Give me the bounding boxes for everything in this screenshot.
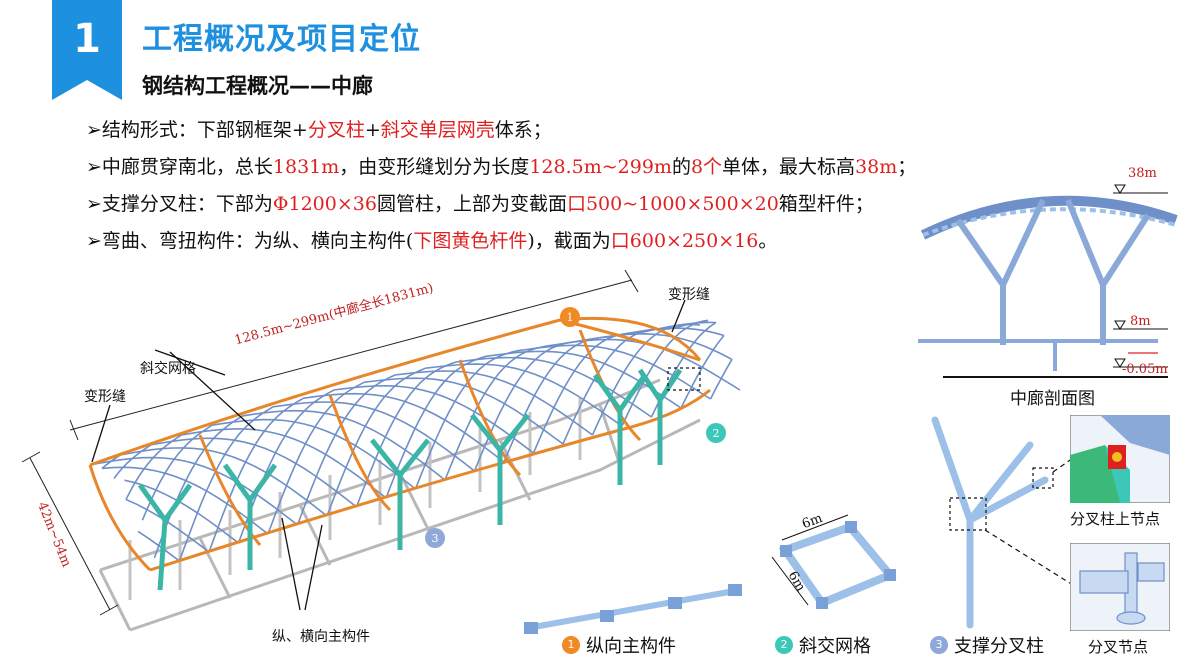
bullet-text: )，截面为 (527, 230, 611, 252)
bullet-text: + (364, 119, 381, 141)
section-number: 1 (73, 16, 101, 62)
grid-member (385, 355, 487, 499)
highlight-text: 斜交单层网壳 (380, 119, 495, 141)
bullet-text: ➢支撑分叉柱：下部为 (86, 193, 273, 215)
page-title: 工程概况及项目定位 (142, 22, 421, 57)
grid-member (208, 397, 304, 553)
bullet-line: ➢弯曲、弯扭构件：为纵、横向主构件(下图黄色杆件)，截面为口600×250×16… (86, 223, 916, 260)
node-detail-top (1070, 415, 1170, 503)
bullet-text: 体系； (494, 119, 552, 141)
grid-member (267, 381, 365, 535)
bullet-text: ➢中廊贯穿南北，总长 (86, 156, 273, 178)
node-split-caption: 分叉节点 (1088, 638, 1149, 656)
legend-label-1: 纵向主构件 (586, 636, 676, 657)
label-elev-0: -0.05m (1122, 362, 1168, 377)
grid-member (709, 358, 733, 400)
highlight-text: 分叉柱 (307, 119, 365, 141)
highlight-text: 8个 (690, 156, 723, 178)
bullet-line: ➢中廊贯穿南北，总长1831m，由变形缝划分为长度128.5m~299m的8个单… (86, 149, 916, 186)
grid-member (153, 415, 243, 559)
legend-label-2: 斜交网格 (799, 636, 871, 657)
grid-member (124, 479, 239, 544)
grid-member (237, 389, 335, 544)
highlight-text: 1831m (272, 156, 340, 178)
longitudinal-member-illustration (524, 584, 742, 634)
node-top-caption: 分叉柱上节点 (1070, 510, 1161, 528)
split-column-illustration (931, 416, 1074, 629)
corridor-shell-illustration: 1 2 3 (21, 270, 741, 632)
grid-member (326, 367, 426, 517)
bullet-line: ➢支撑分叉柱：下部为Φ1200×36圆管柱，上部为变截面口500~1000×50… (86, 186, 916, 223)
svg-text:2: 2 (713, 427, 720, 440)
grid-member (355, 361, 457, 508)
bullet-text: 的 (671, 156, 691, 178)
grid-member (669, 319, 709, 330)
highlight-text: 口500~1000×500×20 (566, 193, 779, 215)
grid-member (125, 498, 210, 553)
label-elev-8: 8m (1130, 314, 1151, 329)
page-subtitle: 钢结构工程概况——中廊 (142, 74, 373, 98)
grid-member (577, 332, 733, 361)
svg-text:3: 3 (432, 532, 439, 545)
label-diagonal-grid: 斜交网格 (140, 361, 196, 377)
bullet-text: 。 (758, 230, 778, 252)
bullet-text: ➢结构形式：下部钢框架+ (86, 119, 308, 141)
bullet-text: ； (897, 156, 917, 178)
highlight-text: 128.5m~299m (529, 156, 672, 178)
legend-item-1: 1 纵向主构件 (562, 632, 676, 658)
svg-text:1: 1 (567, 311, 574, 324)
grid-member (444, 345, 548, 481)
legend-item-3: 3 支撑分叉柱 (930, 632, 1044, 658)
grid-member (178, 406, 274, 562)
bullet-text: 单体，最大标高 (722, 156, 856, 178)
label-main-members: 纵、横向主构件 (272, 629, 370, 645)
highlight-text: 下图黄色杆件 (413, 230, 528, 252)
grid-member (414, 350, 518, 490)
grid-member (638, 321, 717, 334)
bullet-text: 箱型杆件； (778, 193, 874, 215)
corridor-section-view (918, 184, 1178, 378)
legend-dot-2: 2 (775, 636, 793, 654)
grid-member (141, 424, 213, 521)
label-elev-38: 38m (1128, 166, 1157, 181)
node-detail-split (1070, 543, 1170, 631)
bullet-text: 圆管柱，上部为变截面 (376, 193, 567, 215)
label-joint-top: 变形缝 (668, 287, 710, 303)
grid-member (296, 374, 396, 526)
highlight-text: Φ1200×36 (272, 193, 377, 215)
bullet-list: ➢结构形式：下部钢框架+分叉柱+斜交单层网壳体系；➢中廊贯穿南北，总长1831m… (86, 112, 916, 260)
label-joint-left: 变形缝 (84, 389, 126, 405)
highlight-text: 口600×250×16 (610, 230, 759, 252)
section-view-caption: 中廊剖面图 (1010, 389, 1095, 409)
legend-dot-3: 3 (930, 636, 948, 654)
legend-label-3: 支撑分叉柱 (954, 636, 1044, 657)
bullet-text: ➢弯曲、弯扭构件：为纵、横向主构件( (86, 230, 414, 252)
bullet-line: ➢结构形式：下部钢框架+分叉柱+斜交单层网壳体系； (86, 112, 916, 149)
highlight-text: 38m (855, 156, 898, 178)
legend-dot-1: 1 (562, 636, 580, 654)
bullet-text: ，由变形缝划分为长度 (339, 156, 530, 178)
frame-module-illustration (771, 514, 897, 609)
legend-item-2: 2 斜交网格 (775, 632, 871, 658)
section-badge (52, 0, 122, 100)
grid-member (680, 334, 725, 409)
